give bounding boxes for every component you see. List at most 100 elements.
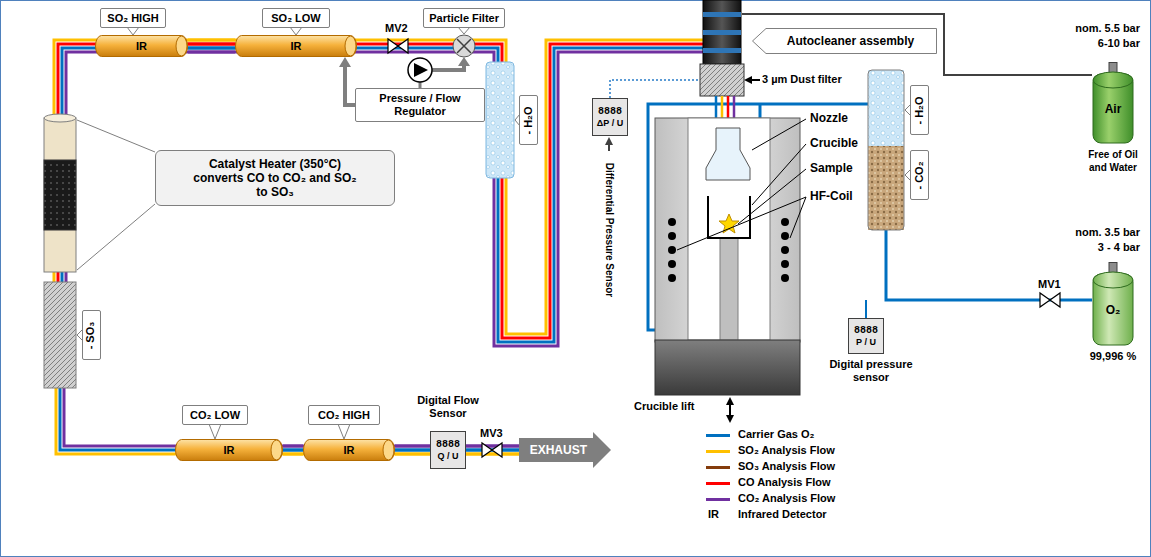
hf-coil (668, 274, 676, 282)
part-label: 3 µm Dust filter (762, 73, 842, 86)
node-text: Air (1105, 103, 1122, 116)
leader-line (677, 197, 806, 250)
pointer-arrow (726, 397, 734, 405)
right-trap (868, 146, 904, 230)
catalyst-heater (44, 114, 76, 122)
flow-arrow (345, 65, 355, 105)
hf-coil (668, 246, 676, 254)
gas-cylinder: O₂ (1092, 262, 1134, 346)
callout-box: Particle Filter (423, 8, 505, 28)
gas-bundle (54, 40, 705, 334)
node-text: Autocleaner assembly (787, 35, 914, 48)
water-trap (486, 62, 514, 178)
gas-line (188, 47, 235, 50)
air-line (742, 14, 1092, 75)
autocleaner (700, 0, 744, 96)
exhaust-arrow: EXHAUST (519, 432, 611, 468)
catalyst-bracket (77, 204, 155, 270)
gas-cylinder: Air (1092, 62, 1134, 144)
vertical-callout: - H₂O (910, 85, 929, 135)
pressure-note: 6-10 bar (1098, 37, 1140, 50)
flow-connector (395, 446, 430, 454)
particle-filter (453, 35, 475, 57)
ir-detector: IR (95, 35, 188, 57)
ir-detector: IR (303, 439, 395, 461)
vertical-callout: - H₂O (519, 95, 538, 145)
process-box: Pressure / Flow Regulator (355, 88, 485, 122)
node-text: - H₂O (913, 96, 926, 124)
part-label: Crucible lift (634, 400, 695, 413)
node-text: - CO₂ (913, 161, 926, 189)
flow-connector (283, 446, 303, 454)
node-text: 8888 (854, 325, 878, 337)
pointer-arrow (605, 137, 613, 145)
pump-symbol (408, 57, 470, 88)
hf-coil (668, 260, 676, 268)
valve-label: MV3 (480, 427, 503, 440)
legend-swatch (706, 482, 730, 485)
hf-coil (668, 218, 789, 282)
induction-furnace (655, 118, 800, 395)
pump-symbol (432, 66, 464, 70)
induction-furnace (706, 128, 750, 180)
node-text: IR (344, 444, 355, 457)
legend-text: Infrared Detector (738, 508, 827, 521)
gas-line (466, 453, 519, 456)
leader-line (752, 119, 806, 150)
hf-coil (781, 246, 789, 254)
particle-filter (457, 39, 471, 53)
legend-symbol: IR (708, 508, 719, 521)
node-text: 8888 (598, 106, 622, 118)
valve-symbol (482, 443, 502, 457)
autocleaner (703, 0, 741, 64)
callout-box: SO₂ LOW (262, 8, 330, 28)
part-label: Crucible (810, 137, 858, 150)
valve-symbol (1040, 293, 1050, 307)
legend-text: CO Analysis Flow (738, 476, 831, 489)
induction-furnace (655, 340, 800, 395)
pointer-arrow (729, 404, 731, 416)
gas-line (188, 51, 235, 54)
catalyst-bracket (77, 120, 155, 270)
pressure-note: 3 - 4 bar (1098, 241, 1140, 254)
catalyst-heater (44, 118, 76, 272)
pointer-arrow (608, 144, 610, 151)
sensor-display: 8888Q / U (430, 431, 466, 469)
gas-line (283, 449, 303, 452)
gas-line (188, 43, 235, 46)
callout-pointer (127, 27, 139, 35)
legend-swatch (706, 498, 730, 501)
valve-symbol (482, 443, 492, 457)
hf-coil (781, 274, 789, 282)
autocleaner (703, 48, 741, 53)
legend-text: CO₂ Analysis Flow (738, 492, 835, 505)
hf-coil (781, 218, 789, 226)
water-trap (486, 62, 514, 178)
legend-text: SO₂ Analysis Flow (738, 444, 835, 457)
pointer-arrow (605, 76, 760, 423)
node-text: 8888 (436, 439, 460, 451)
so3-trap (44, 282, 76, 388)
gas-line (395, 445, 430, 448)
hf-coil (668, 218, 676, 226)
pressure-note: nom. 5.5 bar (1075, 22, 1140, 35)
node-text: SO₂ HIGH (107, 12, 158, 25)
pump-symbol (408, 58, 432, 82)
node-text: CO₂ HIGH (318, 409, 370, 422)
hf-coil (668, 232, 676, 240)
valve-symbol (492, 443, 502, 457)
carrier-gas-line (865, 300, 867, 318)
node-text: Q / U (437, 451, 458, 462)
part-label: HF-Coil (810, 190, 853, 203)
leader-line (752, 144, 806, 205)
node-text: Pressure / Flow Regulator (375, 92, 465, 118)
autocleaner (703, 30, 741, 35)
gas-bundle (66, 52, 705, 346)
gas-bundle (64, 330, 522, 446)
gas-line (188, 39, 235, 42)
part-label: Nozzle (810, 112, 848, 125)
node-text: P / U (856, 337, 876, 348)
